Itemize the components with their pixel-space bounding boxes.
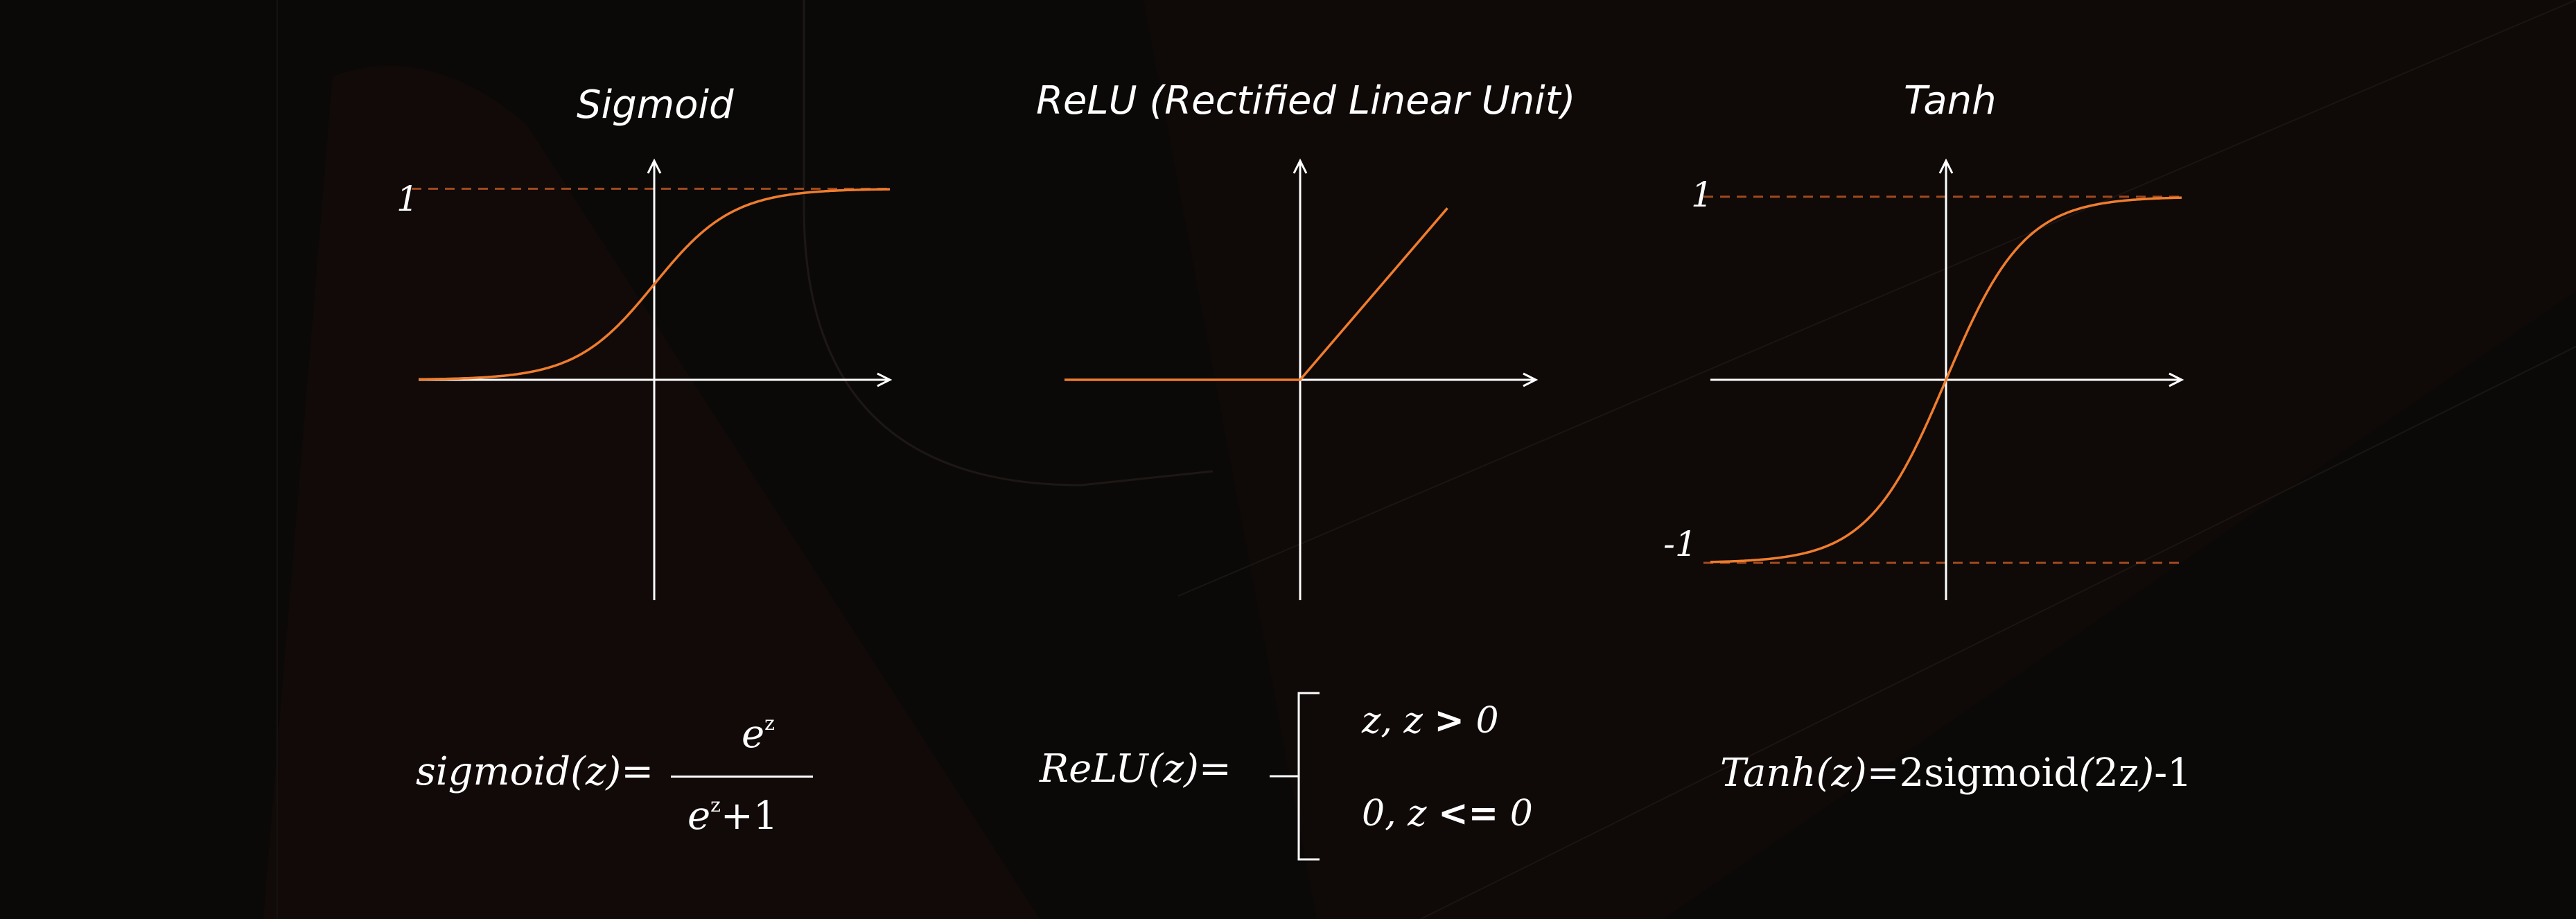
sigmoid-denominator-exp: z — [710, 794, 721, 816]
relu-case-positive: z, z > 0 — [1362, 703, 1499, 739]
tanh-title: Tanh — [1904, 78, 1997, 123]
relu-formula: ReLU(z)= z, z > 0 0, z <= 0 — [1040, 686, 1566, 866]
relu-case1-value: z, — [1362, 700, 1392, 742]
relu-title: ReLU (Rectified Linear Unit) — [1036, 78, 1576, 123]
tanh-formula-part1: 2sigmoid — [1899, 751, 2079, 796]
relu-case2-var: z — [1408, 793, 1427, 834]
relu-curve — [1064, 207, 1448, 381]
x-axis-arrow-icon — [1523, 372, 1539, 387]
relu-case2-op: <= — [1438, 793, 1499, 834]
sigmoid-formula-lhs: sigmoid(z)= — [416, 749, 654, 794]
y-axis-arrow-icon — [647, 158, 662, 174]
fraction-bar — [671, 776, 813, 778]
relu-case-nonpositive: 0, z <= 0 — [1362, 796, 1533, 832]
x-axis-arrow-icon — [2168, 372, 2184, 387]
tanh-tick-minus-1: -1 — [1663, 524, 1697, 564]
sigmoid-numerator: ez — [742, 714, 775, 754]
sigmoid-curve — [419, 188, 891, 381]
x-axis-arrow-icon — [877, 372, 893, 387]
tanh-curve — [1710, 196, 2182, 563]
sigmoid-denominator-base: e — [687, 794, 711, 839]
sigmoid-numerator-exp: z — [764, 712, 775, 735]
relu-chart — [1064, 158, 1539, 600]
relu-case2-value: 0, — [1362, 793, 1396, 834]
piecewise-brace — [1270, 692, 1320, 861]
sigmoid-chart — [412, 158, 893, 600]
tanh-formula-paren-open: ( — [2078, 751, 2094, 796]
tanh-tick-1: 1 — [1691, 175, 1713, 215]
sigmoid-tick-1: 1 — [396, 179, 419, 219]
sigmoid-denominator: ez+1 — [687, 796, 778, 836]
relu-case1-rhs: 0 — [1475, 700, 1499, 742]
relu-case1-var: z — [1403, 700, 1423, 742]
sigmoid-formula: sigmoid(z)= ez ez+1 — [416, 714, 832, 866]
sigmoid-title: Sigmoid — [577, 82, 734, 128]
relu-case1-op: > — [1434, 700, 1464, 742]
relu-case2-rhs: 0 — [1509, 793, 1533, 834]
tanh-formula: Tanh(z)=2sigmoid(2z)-1 — [1720, 754, 2192, 793]
tanh-formula-lhs: Tanh(z)= — [1720, 751, 1900, 796]
tanh-formula-tail: -1 — [2154, 751, 2192, 796]
y-axis-arrow-icon — [1293, 158, 1308, 174]
sigmoid-denominator-rest: +1 — [720, 794, 778, 839]
tanh-formula-inner: 2z — [2094, 751, 2139, 796]
tanh-formula-paren-close: ) — [2139, 751, 2155, 796]
sigmoid-numerator-base: e — [742, 712, 765, 758]
y-axis-arrow-icon — [1938, 158, 1954, 174]
tanh-chart — [1703, 158, 2184, 600]
relu-formula-lhs: ReLU(z)= — [1040, 746, 1232, 791]
